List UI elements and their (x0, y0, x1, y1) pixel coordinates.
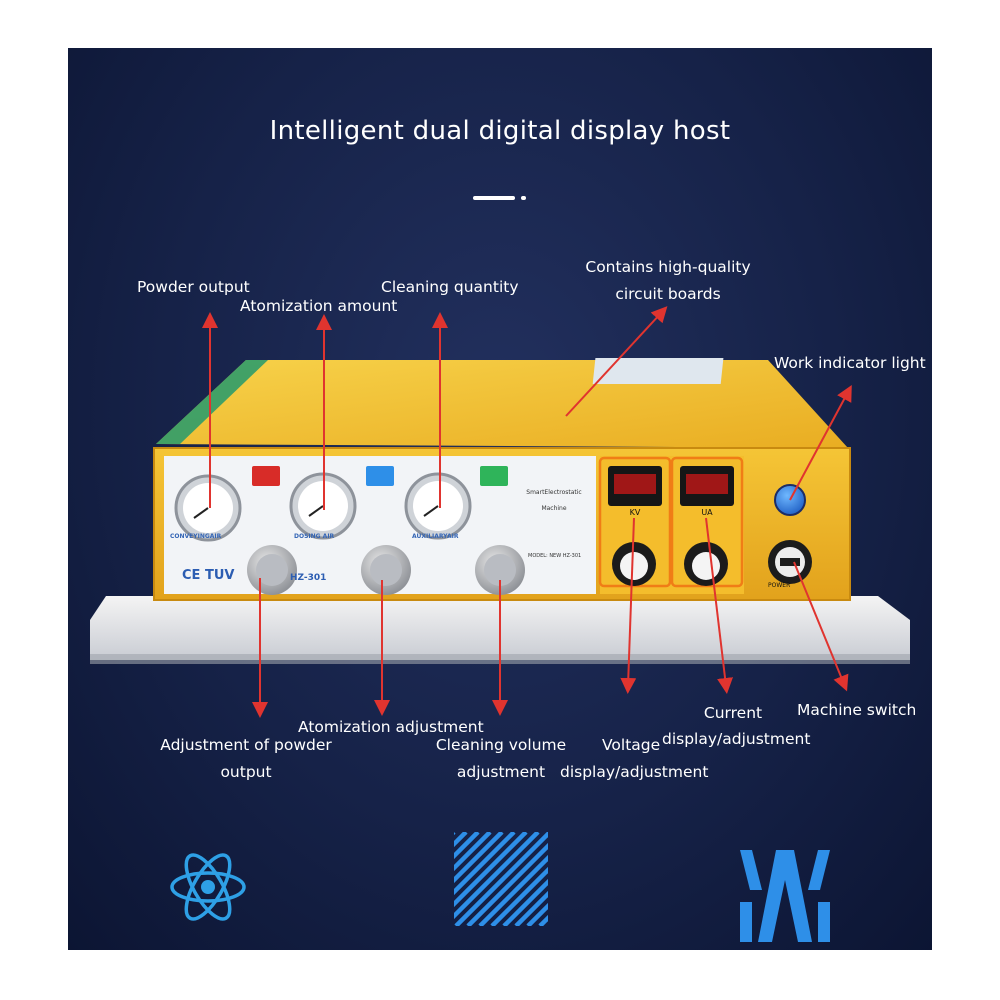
machine-illustration (90, 306, 910, 718)
label-work-indicator: Work indicator light (774, 354, 926, 372)
machine-power-switch[interactable] (768, 540, 812, 584)
diagonal-stripes-icon (454, 832, 548, 926)
arrow-voltage (620, 517, 637, 694)
brand-mark: CE TUV (182, 568, 235, 583)
gauge-label-dosing: DOSING AIR (294, 533, 335, 540)
model-line: MODEL: NEW HZ-301 (528, 553, 582, 559)
arrow-work-indicator (789, 384, 852, 501)
model-number: HZ-301 (290, 573, 327, 583)
red-tag-icon (252, 466, 280, 486)
label-adjust-powder-1: Adjustment of powder (160, 736, 332, 754)
arrow-machine-switch (793, 561, 849, 692)
label-atomization-amount: Atomization amount (240, 297, 398, 315)
label-powder-output: Powder output (137, 278, 250, 296)
product-banner: Intelligent dual digital display host (68, 48, 932, 950)
label-current-1: Current (703, 704, 763, 722)
label-adjust-powder-2: output (220, 763, 272, 781)
title-divider-dot (521, 196, 526, 200)
label-voltage-2: display/adjustment (560, 763, 709, 781)
gauge-label-auxiliary: AUXILIARYAIR (412, 533, 459, 540)
page-title: Intelligent dual digital display host (269, 116, 731, 146)
blue-tag-icon (366, 466, 394, 486)
arrow-circuit-boards (565, 306, 668, 417)
power-label: POWER (768, 582, 791, 589)
title-divider-dash (473, 196, 515, 200)
label-cleaning-volume-1: Cleaning volume (435, 736, 567, 754)
name-plate-line-1: SmartElectrostatic (526, 489, 582, 496)
label-voltage-1: Voltage (602, 736, 661, 754)
gauge-auxiliary-air (404, 472, 472, 540)
label-cleaning-quantity: Cleaning quantity (381, 278, 519, 296)
knob-powder-output[interactable] (247, 545, 297, 595)
name-plate-line-2: Machine (541, 505, 567, 512)
label-machine-switch: Machine switch (797, 701, 917, 719)
callout-arrows (202, 306, 852, 718)
voltage-dial[interactable] (612, 542, 656, 586)
current-dial[interactable] (684, 542, 728, 586)
green-tag-icon (480, 466, 508, 486)
stylized-a-icon (740, 850, 830, 942)
label-atomization-adjustment: Atomization adjustment (298, 718, 484, 736)
ua-label: UA (701, 508, 713, 517)
knob-atomization[interactable] (361, 545, 411, 595)
gauge-label-conveying: CONVEYINGAIR (170, 533, 222, 540)
knob-cleaning-volume[interactable] (475, 545, 525, 595)
atom-icon (170, 853, 246, 921)
label-current-2: display/adjustment (662, 730, 811, 748)
arrow-current (705, 517, 733, 694)
kv-label: KV (629, 508, 641, 517)
label-cleaning-volume-2: adjustment (456, 763, 546, 781)
label-circuit-boards-2: circuit boards (615, 285, 721, 303)
gauge-conveying-air (174, 474, 242, 542)
label-circuit-boards-1: Contains high-quality (585, 258, 751, 276)
